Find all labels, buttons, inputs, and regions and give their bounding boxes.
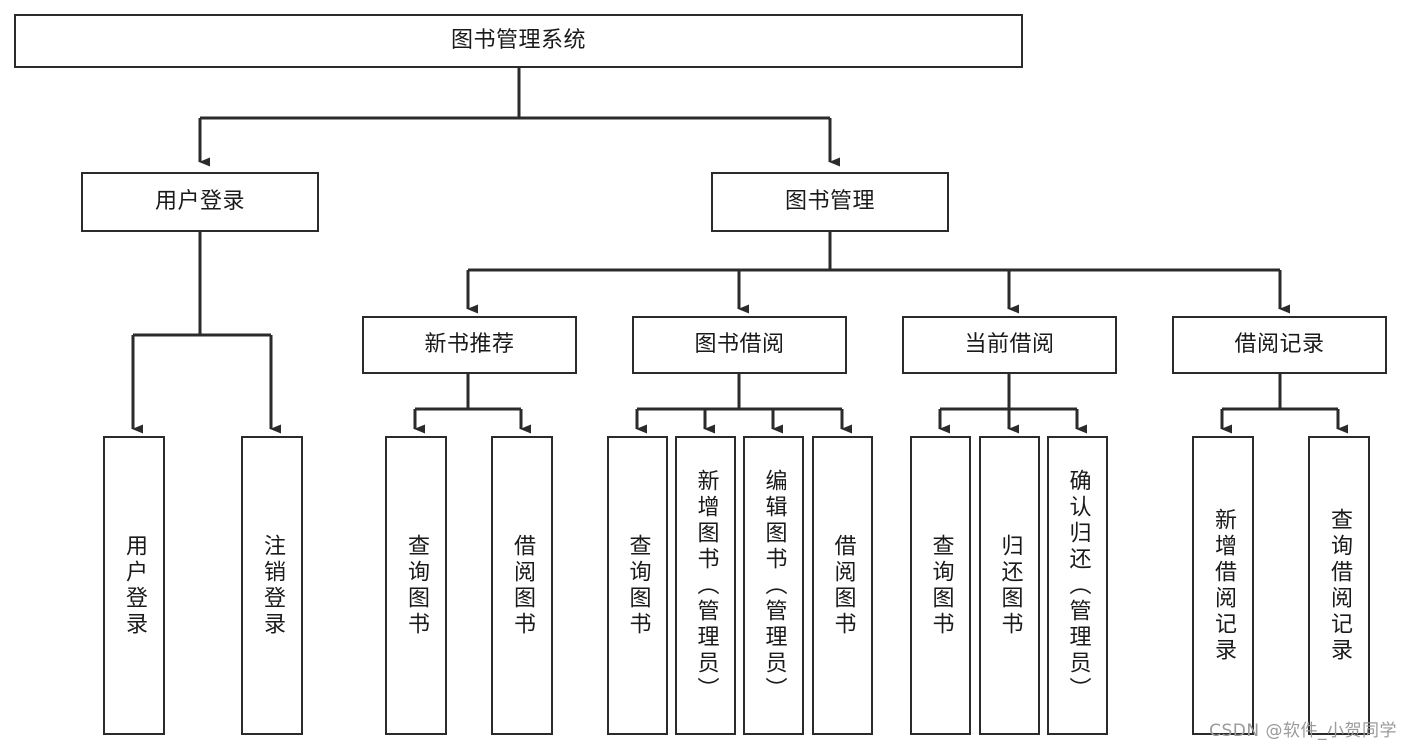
node-leaf-query-book-borrow[interactable]: 查询图书 [607, 436, 668, 735]
node-label: 图书管理 [784, 189, 875, 215]
node-leaf-edit-book-admin[interactable]: 编辑图书（管理员） [743, 436, 804, 735]
node-leaf-query-borrow-record[interactable]: 查询借阅记录 [1308, 436, 1370, 735]
node-leaf-return-book[interactable]: 归还图书 [979, 436, 1040, 735]
node-label: 编辑图书（管理员） [761, 468, 787, 703]
node-leaf-borrow-book[interactable]: 借阅图书 [812, 436, 873, 735]
node-label: 查询图书 [625, 533, 651, 638]
node-new-book-recommend[interactable]: 新书推荐 [362, 316, 577, 374]
node-label: 用户登录 [121, 533, 147, 638]
node-leaf-logout[interactable]: 注销登录 [241, 436, 303, 735]
node-leaf-confirm-return-admin[interactable]: 确认归还（管理员） [1047, 436, 1108, 735]
node-label: 图书借阅 [694, 332, 785, 358]
node-leaf-borrow-book-recommend[interactable]: 借阅图书 [491, 436, 553, 735]
node-leaf-add-book-admin[interactable]: 新增图书（管理员） [675, 436, 736, 735]
node-current-borrow[interactable]: 当前借阅 [902, 316, 1117, 374]
node-label: 借阅图书 [830, 533, 856, 638]
node-book-management[interactable]: 图书管理 [711, 172, 949, 232]
node-book-borrow[interactable]: 图书借阅 [632, 316, 847, 374]
node-label: 确认归还（管理员） [1065, 468, 1091, 703]
node-label: 查询图书 [403, 533, 429, 638]
node-label: 新书推荐 [424, 332, 515, 358]
node-leaf-query-book-recommend[interactable]: 查询图书 [385, 436, 447, 735]
watermark-text: CSDN @软件_小贺同学 [1209, 721, 1397, 741]
node-label: 查询图书 [928, 533, 954, 638]
node-label: 新增借阅记录 [1210, 507, 1236, 664]
node-label: 新增图书（管理员） [693, 468, 719, 703]
node-label: 借阅记录 [1234, 332, 1325, 358]
node-leaf-query-book-current[interactable]: 查询图书 [910, 436, 971, 735]
node-label: 查询借阅记录 [1326, 507, 1352, 664]
node-label: 当前借阅 [964, 332, 1055, 358]
node-borrow-record[interactable]: 借阅记录 [1172, 316, 1387, 374]
node-label: 归还图书 [997, 533, 1023, 638]
node-label: 图书管理系统 [450, 28, 586, 54]
node-leaf-add-borrow-record[interactable]: 新增借阅记录 [1192, 436, 1254, 735]
node-label: 注销登录 [259, 533, 285, 638]
node-label: 用户登录 [154, 189, 245, 215]
node-root-book-management-system[interactable]: 图书管理系统 [14, 14, 1023, 68]
node-user-login[interactable]: 用户登录 [81, 172, 319, 232]
node-label: 借阅图书 [509, 533, 535, 638]
node-leaf-user-login[interactable]: 用户登录 [103, 436, 165, 735]
